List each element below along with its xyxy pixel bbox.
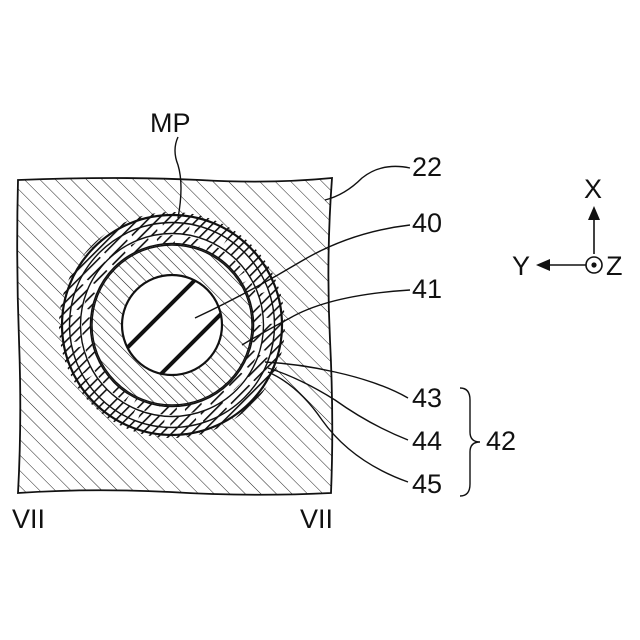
core-40 [122,275,222,375]
label-41: 41 [412,274,442,304]
label-43: 43 [412,383,442,413]
label-44: 44 [412,426,442,456]
axis-label-z: Z [606,251,623,281]
label-mp: MP [150,108,191,138]
label-22: 22 [412,152,442,182]
bracket-42 [460,388,480,496]
section-mark-right: VII [300,504,333,534]
coordinate-axes: X Y Z [512,174,623,281]
z-axis-dot-icon [591,262,596,267]
axis-label-x: X [584,174,602,204]
label-40: 40 [412,208,442,238]
x-axis-arrow-icon [588,206,600,220]
axis-label-y: Y [512,251,530,281]
label-42: 42 [486,426,516,456]
leader-22 [325,166,410,200]
section-mark-left: VII [12,504,45,534]
label-45: 45 [412,469,442,499]
y-axis-arrow-icon [536,259,550,271]
